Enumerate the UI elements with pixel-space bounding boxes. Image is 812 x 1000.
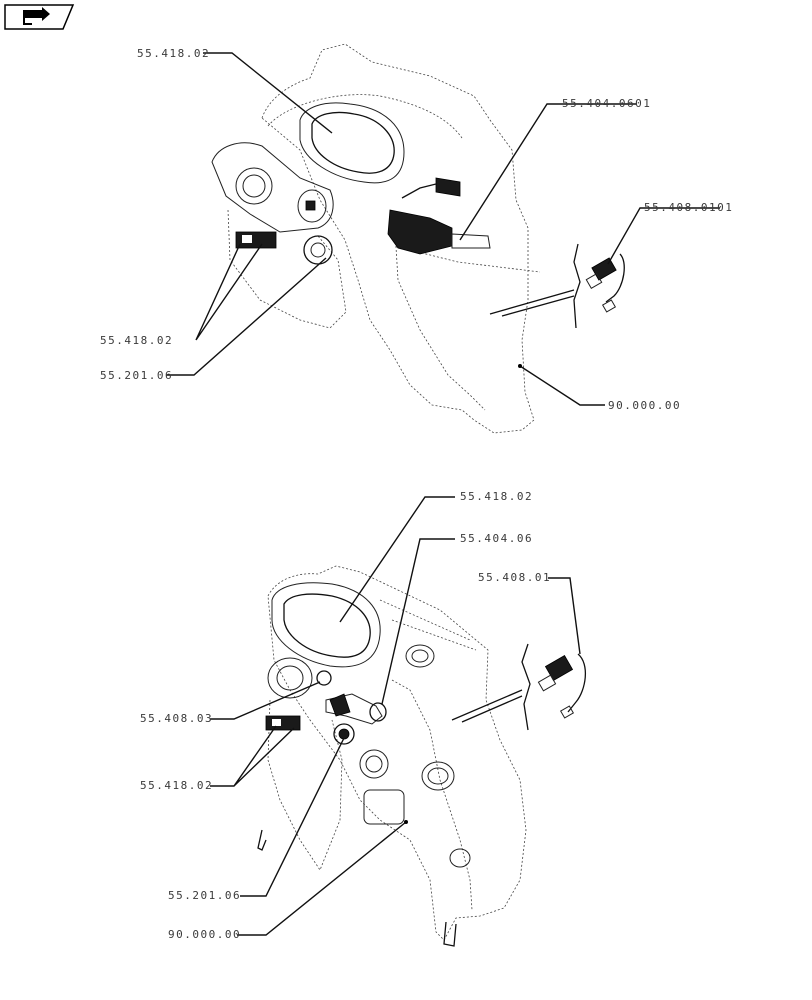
- bottom-ignition-switch: [333, 723, 355, 745]
- bottom-label-sensor: 55.408.01: [478, 571, 551, 584]
- bottom-leader-multifunction: [381, 538, 455, 705]
- bottom-vent-4: [449, 848, 471, 868]
- bottom-leader-sensor: [548, 577, 581, 655]
- top-gauge-ring: [235, 167, 273, 205]
- top-break-line: [573, 243, 581, 329]
- top-key-slot: [305, 200, 316, 211]
- bottom-label-ignition: 55.201.06: [168, 889, 241, 902]
- bottom-label-housing: 90.000.00: [168, 928, 241, 941]
- bottom-vent-2-inner: [427, 767, 449, 785]
- bottom-sensor: [537, 653, 586, 719]
- bottom-assembly: 55.418.02 55.404.06 55.408.01 55.408.03 …: [140, 490, 586, 947]
- bottom-rocker-inner: [272, 719, 281, 726]
- bottom-socket: [316, 670, 332, 686]
- top-label-multifunction: 55.404.0601: [562, 97, 651, 110]
- bottom-leader-ignition: [240, 737, 345, 897]
- top-ignition-core: [310, 242, 326, 258]
- top-rocker-inner: [242, 235, 252, 243]
- top-ignition-switch: [303, 235, 333, 265]
- top-switch-body: [211, 142, 334, 233]
- top-cluster-display: [311, 111, 395, 174]
- bottom-label-cluster: 55.418.02: [460, 490, 533, 503]
- bottom-bracket-tab: [257, 829, 267, 851]
- top-leader-multifunction: [459, 103, 637, 241]
- top-bracket: [227, 209, 347, 329]
- bottom-multifunction-switch: [325, 693, 383, 725]
- top-housing-inner: [394, 229, 486, 411]
- bottom-vent-1-inner: [411, 649, 429, 663]
- bottom-break-line: [521, 643, 531, 731]
- top-leader-housing: [519, 365, 605, 406]
- bottom-lower-panel: [363, 789, 405, 825]
- bottom-leader-housing: [237, 821, 407, 936]
- bottom-housing-outline: [267, 565, 527, 941]
- bottom-gauge-inner: [276, 665, 304, 691]
- top-gauge-inner: [242, 174, 266, 198]
- bottom-label-multifunction: 55.404.06: [460, 532, 533, 545]
- top-leader-ignition: [166, 257, 327, 376]
- bottom-label-switches: 55.418.02: [140, 779, 213, 792]
- top-housing-outline: [261, 43, 535, 434]
- bottom-gauge: [267, 657, 313, 699]
- bottom-leader-switches: [210, 725, 295, 787]
- bottom-housing-inner: [391, 679, 473, 911]
- top-leader-switches: [195, 243, 263, 341]
- bottom-vent-3-inner: [365, 755, 383, 773]
- top-multifunction-switch: [387, 209, 453, 255]
- top-assembly: 55.418.02 55.404.0601 55.408.0101 55.418…: [100, 43, 733, 434]
- bottom-ignition-core: [338, 728, 350, 740]
- top-connector: [435, 177, 461, 197]
- bottom-vent-2: [421, 761, 455, 791]
- top-label-housing: 90.000.00: [608, 399, 681, 412]
- bottom-cluster-frame: [271, 582, 381, 668]
- top-sensor-pointer: [489, 289, 575, 317]
- back-arrow-icon: [23, 7, 50, 25]
- top-connector-wire: [401, 183, 437, 199]
- bottom-switch-knob: [369, 702, 387, 722]
- top-housing-dot: [518, 364, 522, 368]
- bottom-housing-tab: [443, 921, 457, 947]
- bottom-vent-3: [359, 749, 389, 779]
- bottom-sensor-pointer: [451, 689, 523, 723]
- bottom-cluster-display: [283, 593, 371, 658]
- top-leader-sensor: [607, 207, 720, 265]
- top-cluster-frame: [299, 102, 405, 184]
- bottom-label-socket: 55.408.03: [140, 712, 213, 725]
- top-label-switches: 55.418.02: [100, 334, 173, 347]
- bottom-switch-bellows: [329, 693, 351, 717]
- top-stalk: [451, 233, 491, 249]
- top-key-cylinder: [297, 189, 327, 223]
- nav-button[interactable]: [4, 4, 75, 30]
- bottom-bracket: [267, 699, 343, 871]
- bottom-leader-socket: [210, 681, 321, 720]
- bottom-leader-cluster: [339, 496, 455, 623]
- top-label-ignition: 55.201.06: [100, 369, 173, 382]
- top-label-sensor: 55.408.0101: [644, 201, 733, 214]
- top-housing-edge: [401, 247, 541, 273]
- top-label-cluster: 55.418.02: [137, 47, 210, 60]
- top-sensor: [585, 253, 625, 313]
- bottom-housing-dot: [404, 820, 408, 824]
- bottom-rocker-switches: [265, 715, 301, 731]
- top-leader-cluster: [203, 52, 333, 134]
- bottom-vent-1: [405, 644, 435, 668]
- bottom-housing-brow: [379, 599, 477, 651]
